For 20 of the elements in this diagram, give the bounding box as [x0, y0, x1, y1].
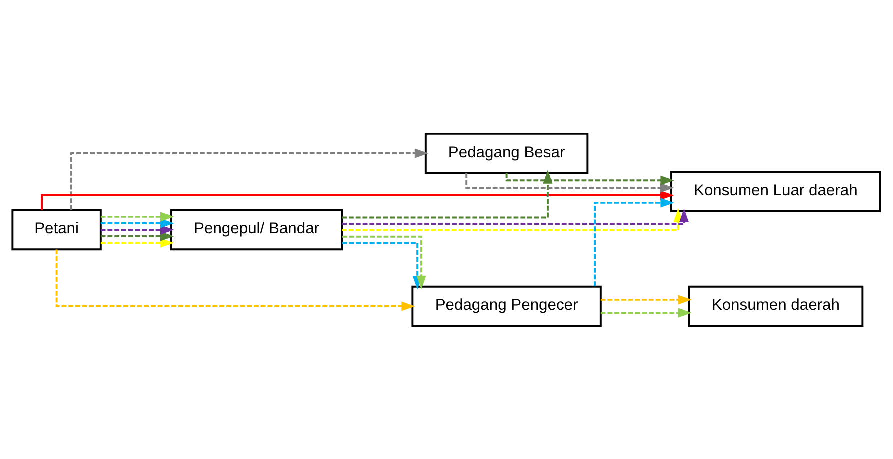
node-box: Konsumen daerah — [688, 285, 864, 327]
arrow — [506, 172, 674, 185]
arrow — [594, 198, 674, 286]
arrow — [342, 208, 690, 225]
node-box: Pedagang Pengecer — [412, 285, 602, 327]
arrow — [600, 308, 692, 318]
arrow — [100, 231, 174, 241]
node-box: Pengepul/ Bandar — [170, 208, 344, 250]
arrow — [342, 208, 684, 231]
arrow — [100, 212, 174, 222]
arrow — [56, 249, 416, 311]
arrow — [70, 148, 429, 210]
arrow — [100, 218, 174, 228]
node-box: Petani — [12, 208, 102, 250]
arrow — [342, 170, 553, 218]
node-box: Pedagang Besar — [424, 132, 589, 174]
node-box: Konsumen Luar daerah — [670, 170, 882, 212]
arrow — [100, 238, 174, 248]
arrow — [600, 294, 692, 304]
arrow — [100, 224, 174, 234]
